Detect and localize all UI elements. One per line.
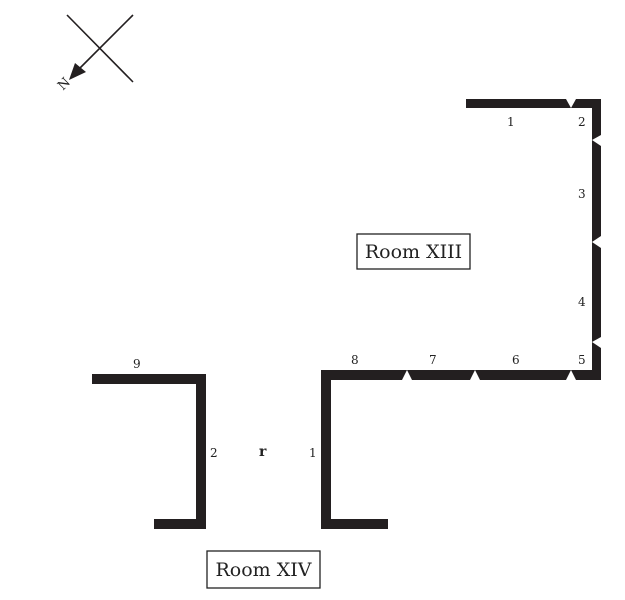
north-arrow-icon: N [55,14,134,94]
room-xiii-walls [321,99,601,529]
segment-label-7: 7 [429,353,437,367]
wall-room-xiii-left-return [321,519,388,529]
segment-label-6: 6 [512,353,520,367]
room-xiii-label-box: Room XIII [356,233,471,270]
segment-divider [566,99,576,108]
segment-divider [592,135,601,146]
room-xiv-label: Room XIV [216,559,312,581]
segment-divider [566,370,576,380]
segment-divider [470,370,480,380]
wall-room-xiv-top [92,374,206,384]
segment-label-1-left: 1 [309,446,317,460]
segment-label-3: 3 [578,187,586,201]
room-xiii-label: Room XIII [365,241,462,263]
wall-room-xiv-bottom [154,519,206,529]
segment-label-1-top: 1 [507,115,515,129]
segment-divider [592,236,601,248]
segment-divider [592,337,601,348]
opening-label: r [259,444,267,460]
wall-room-xiii-bottom [321,370,601,380]
wall-room-xiv-right [196,374,206,529]
segment-label-2-xiv: 2 [210,446,218,460]
room-xiv-label-box: Room XIV [206,550,321,589]
wall-room-xiii-top [466,99,601,108]
segment-label-5: 5 [578,353,586,367]
segment-label-2-corner: 2 [578,115,586,129]
segment-divider [402,370,412,380]
segment-label-4: 4 [578,295,586,309]
room-xiv-walls [92,374,206,529]
segment-label-9: 9 [133,357,141,371]
segment-label-8: 8 [351,353,359,367]
wall-room-xiii-left [321,370,331,529]
